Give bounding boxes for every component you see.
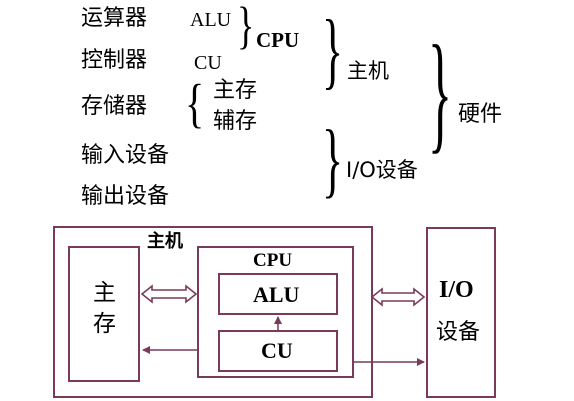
host-brace-icon: } (322, 2, 344, 98)
io-box-label: I/O (439, 277, 474, 303)
input-device-label: 输入设备 (81, 143, 170, 168)
io-group-label: I/O设备 (346, 158, 418, 182)
main-memory-type: 主存 (213, 78, 258, 103)
cpu-box-label: CPU (253, 250, 293, 271)
memory-label: 存储器 (81, 94, 148, 119)
alu-box-label: ALU (253, 282, 300, 307)
host-group-label: 主机 (347, 59, 389, 83)
cpu-group-label: CPU (256, 28, 300, 52)
memory-cpu-double-arrow-icon (140, 284, 198, 304)
alu-unit-label: 运算器 (81, 6, 148, 31)
hardware-group-label: 硬件 (458, 102, 503, 127)
io-device-box (426, 227, 496, 398)
cu-box (218, 330, 338, 372)
cu-box-label: CU (261, 338, 293, 363)
aux-memory-type: 辅存 (213, 109, 258, 134)
cu-abbrev: CU (194, 52, 222, 74)
main-memory-box (68, 246, 140, 382)
io-box-label-2: 设备 (436, 320, 481, 345)
cpu-io-double-arrow-icon (370, 287, 426, 307)
cpu-box (197, 246, 354, 378)
hardware-brace-icon: } (428, 16, 452, 166)
alu-box (218, 273, 338, 315)
main-memory-char-2: 存 (93, 311, 116, 337)
alu-abbrev: ALU (190, 9, 232, 31)
output-device-label: 输出设备 (81, 184, 170, 209)
main-memory-char-1: 主 (93, 280, 116, 306)
cpu-brace-icon: } (237, 0, 255, 54)
io-brace-icon: } (322, 113, 344, 207)
host-box-label: 主机 (147, 231, 183, 252)
host-box (53, 226, 373, 398)
control-unit-label: 控制器 (81, 48, 148, 73)
storage-brace-icon: { (185, 72, 205, 134)
